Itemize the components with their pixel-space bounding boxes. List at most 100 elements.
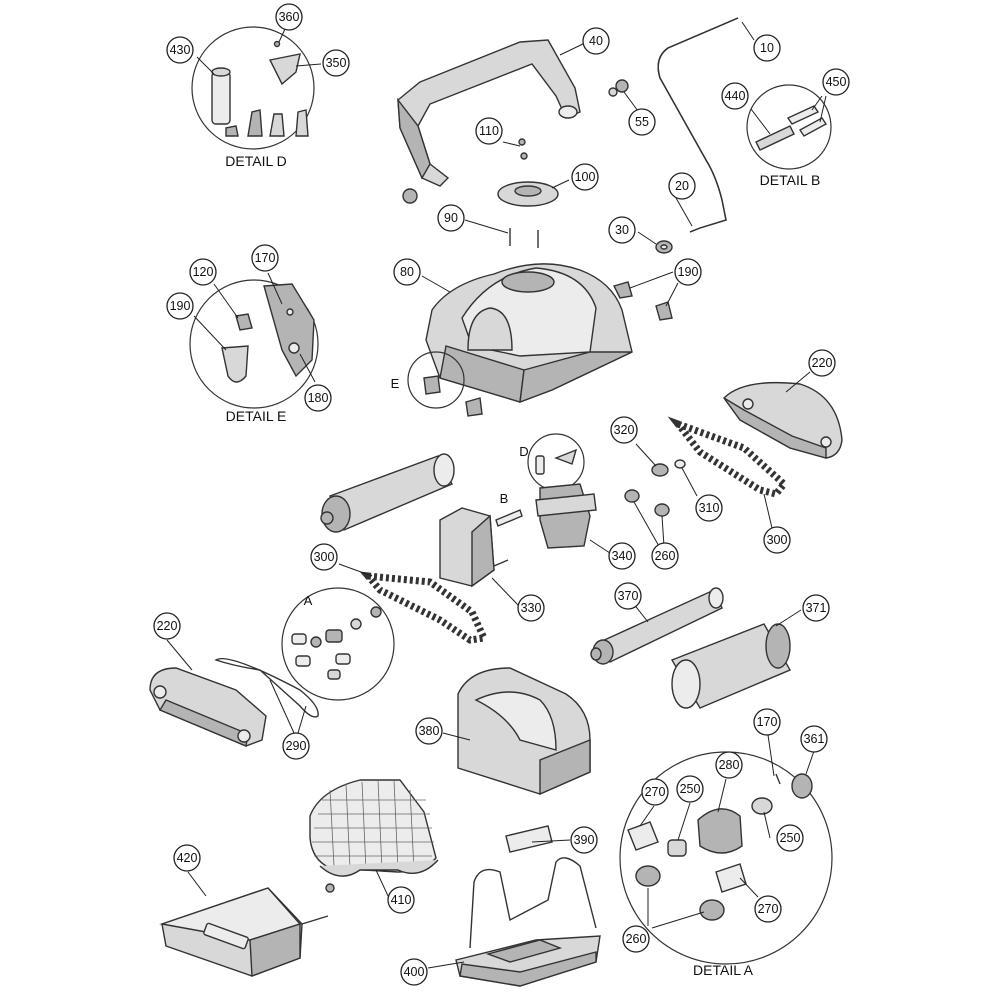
svg-text:20: 20 (675, 179, 689, 193)
svg-text:270: 270 (758, 902, 779, 916)
letter-d: D (519, 444, 528, 459)
motor-and-pump (320, 433, 617, 607)
callout-440: 440 (721, 82, 749, 110)
callout-380: 380 (415, 717, 443, 745)
svg-text:220: 220 (812, 356, 833, 370)
svg-text:270: 270 (645, 785, 666, 799)
callout-361: 361 (800, 725, 828, 753)
svg-text:170: 170 (757, 715, 778, 729)
callout-110: 110 (475, 117, 503, 145)
callout-55: 55 (628, 108, 656, 136)
top-cover-parts (464, 138, 570, 248)
callout-400: 400 (400, 958, 428, 986)
callout-360: 360 (275, 3, 303, 31)
detail-d-label: DETAIL D (225, 153, 286, 169)
power-supply (159, 871, 329, 977)
callout-260-lower: 260 (622, 925, 650, 953)
callout-170-detail-a: 170 (753, 708, 781, 736)
detail-a (619, 734, 833, 965)
rollers (590, 587, 802, 709)
svg-text:110: 110 (479, 124, 499, 138)
svg-text:340: 340 (612, 549, 633, 563)
svg-text:80: 80 (400, 265, 414, 279)
callout-120: 120 (189, 258, 217, 286)
letter-b: B (500, 491, 509, 506)
callout-250-left: 250 (676, 775, 704, 803)
callout-310: 310 (695, 494, 723, 522)
filter-basket (309, 779, 439, 899)
svg-text:370: 370 (618, 589, 639, 603)
callout-390: 390 (570, 826, 598, 854)
callout-430: 430 (166, 36, 194, 64)
svg-text:260: 260 (655, 549, 676, 563)
svg-text:320: 320 (614, 423, 635, 437)
callout-220-left: 220 (153, 612, 181, 640)
svg-text:400: 400 (404, 965, 425, 979)
svg-text:361: 361 (804, 732, 825, 746)
svg-text:360: 360 (279, 10, 300, 24)
svg-text:260: 260 (626, 932, 647, 946)
callout-260-upper: 260 (651, 542, 679, 570)
svg-text:410: 410 (391, 893, 412, 907)
svg-text:371: 371 (806, 601, 827, 615)
svg-text:10: 10 (760, 41, 774, 55)
callout-190-left: 190 (166, 292, 194, 320)
svg-text:450: 450 (826, 75, 847, 89)
letter-a: A (304, 593, 313, 608)
callout-320: 320 (610, 416, 638, 444)
svg-text:55: 55 (635, 115, 649, 129)
svg-text:30: 30 (615, 223, 629, 237)
svg-text:350: 350 (326, 56, 347, 70)
caddy-cart (427, 825, 601, 987)
callout-340: 340 (608, 542, 636, 570)
svg-text:190: 190 (170, 299, 191, 313)
callout-270-upper: 270 (641, 778, 669, 806)
callout-80: 80 (393, 258, 421, 286)
callout-370: 370 (614, 582, 642, 610)
right-side-plate-and-track (624, 371, 843, 549)
svg-text:310: 310 (699, 501, 720, 515)
callout-20: 20 (668, 172, 696, 200)
detail-b-label: DETAIL B (760, 172, 821, 188)
detail-e-label: DETAIL E (226, 408, 287, 424)
svg-text:190: 190 (678, 265, 699, 279)
svg-text:380: 380 (419, 724, 440, 738)
left-side-plate-and-belt (149, 639, 319, 747)
pipe-assembly (608, 17, 755, 233)
motor-housing (421, 263, 633, 404)
callout-450: 450 (822, 68, 850, 96)
svg-text:300: 300 (314, 550, 335, 564)
letter-e: E (391, 376, 400, 391)
svg-text:330: 330 (521, 601, 542, 615)
callout-30: 30 (608, 216, 636, 244)
callout-350: 350 (322, 49, 350, 77)
float-block (442, 667, 591, 796)
svg-text:290: 290 (286, 739, 307, 753)
callout-220-right: 220 (808, 349, 836, 377)
washer-and-clips (612, 231, 679, 321)
svg-text:220: 220 (157, 619, 178, 633)
detail-a-label: DETAIL A (693, 962, 754, 978)
callout-10: 10 (753, 34, 781, 62)
callout-90: 90 (437, 204, 465, 232)
callout-290: 290 (282, 732, 310, 760)
svg-text:420: 420 (177, 851, 198, 865)
svg-text:250: 250 (780, 831, 801, 845)
detail-b (746, 84, 832, 170)
callout-300-left: 300 (310, 543, 338, 571)
svg-text:280: 280 (719, 758, 740, 772)
callout-190-right: 190 (674, 258, 702, 286)
callout-270-lower: 270 (754, 895, 782, 923)
svg-text:120: 120 (193, 265, 214, 279)
svg-text:250: 250 (680, 782, 701, 796)
handle (397, 39, 588, 204)
callout-250-right: 250 (776, 824, 804, 852)
callout-420: 420 (173, 844, 201, 872)
callout-180: 180 (304, 384, 332, 412)
svg-text:180: 180 (308, 391, 329, 405)
svg-text:440: 440 (725, 89, 746, 103)
svg-text:40: 40 (589, 34, 603, 48)
detail-e (189, 272, 483, 417)
callout-170: 170 (251, 244, 279, 272)
